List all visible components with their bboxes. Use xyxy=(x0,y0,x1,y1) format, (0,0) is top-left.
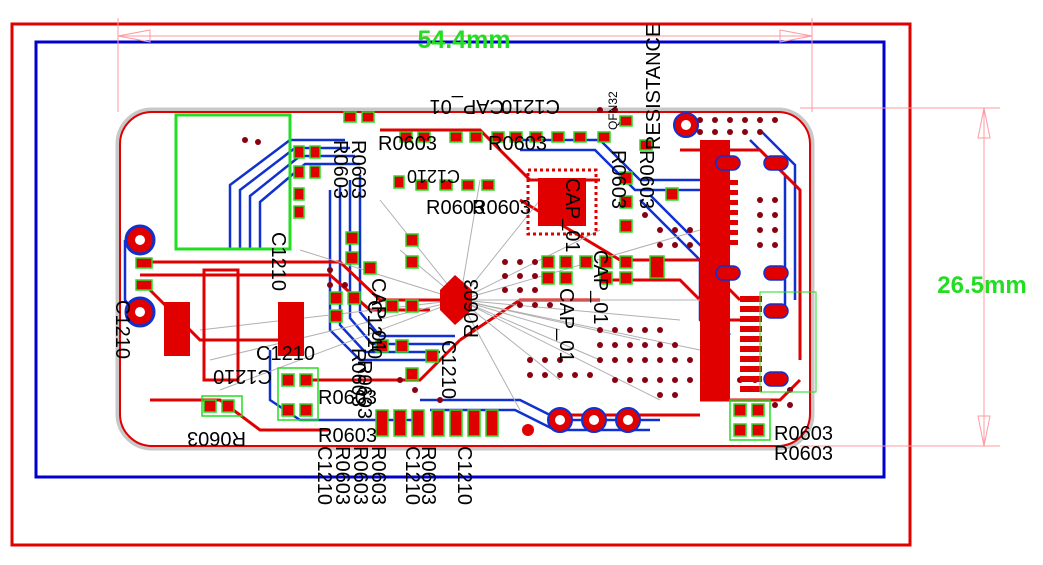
label-r0603-bottom-b: R0603 xyxy=(318,425,377,447)
label-r0603-center-b: R0603 xyxy=(347,348,369,407)
label-r0603-br-b: R0603 xyxy=(774,443,833,465)
connector-fingers xyxy=(708,180,762,392)
label-r0603-bottom-c: R0603 xyxy=(331,446,353,505)
power-pads xyxy=(164,268,304,382)
label-c1210-bottom-b: C1210 xyxy=(401,446,423,505)
connector-pads xyxy=(715,155,789,387)
height-dimension-label: 26.5mm xyxy=(937,272,1026,299)
label-c1210-mid: C1210 xyxy=(407,166,460,186)
label-c1210-center-b: C1210 xyxy=(363,300,385,359)
label-c1210-bottom-c: C1210 xyxy=(453,446,475,505)
mcu-footprint xyxy=(440,275,472,325)
smd-pads xyxy=(135,111,817,441)
inner-board-frame xyxy=(34,40,886,479)
label-cap01-c: CAP_01 xyxy=(555,288,577,363)
label-r0603-top-b: R0603 xyxy=(347,140,369,199)
label-cap01-a: CAP_01 xyxy=(561,178,583,253)
label-r0603-br-a: R0603 xyxy=(774,423,833,445)
label-cap01-b: CAP_01 xyxy=(589,250,611,325)
dimension-lines xyxy=(117,18,1000,447)
label-c1210-left-mid: C1210 xyxy=(267,232,289,291)
label-r0603-bottom-f: R0603 xyxy=(417,446,439,505)
label-cap01-top: CAP_01 xyxy=(430,95,505,117)
label-c1210-pad: C1210 xyxy=(256,343,315,365)
label-r0603-center-a: R0603 xyxy=(461,279,483,338)
label-r0603-bottom-a: R0603 xyxy=(318,387,377,409)
through-hole-pads xyxy=(124,112,699,436)
label-r0603-bottom-e: R0603 xyxy=(367,446,389,505)
label-r0603-mid-e: R0603 xyxy=(353,360,375,419)
label-c1210-top: C1210 xyxy=(501,95,560,117)
label-r0603-bl-a: R0603 xyxy=(187,427,246,449)
label-r0603-mid-a: R0603 xyxy=(378,133,437,155)
label-c1210-bottom-a: C1210 xyxy=(313,446,335,505)
label-r0603-right-a: R0603 xyxy=(607,150,629,209)
label-r0603-mid-d: R0603 xyxy=(472,197,531,219)
outer-board-frame xyxy=(10,22,912,547)
label-qfn32: QFN32 xyxy=(606,91,620,130)
label-r0603-top-a: R0603 xyxy=(329,140,351,199)
label-cap01-d: CAP_01 xyxy=(367,278,389,353)
label-r0603-mid-c: R0603 xyxy=(426,197,485,219)
label-r0603-right-b: R0603 xyxy=(635,150,657,209)
component-labels: R0603 R0603 C1210 CAP_01 QFN32 RESISTANC… xyxy=(111,24,833,505)
label-resistance: RESISTANCE xyxy=(643,24,665,150)
qfn-chip xyxy=(526,168,598,236)
width-dimension-label: 54.4mm xyxy=(417,26,510,54)
label-c1210-low: C1210 xyxy=(213,365,272,387)
label-c1210-left: C1210 xyxy=(111,300,133,359)
label-r0603-bottom-d: R0603 xyxy=(349,446,371,505)
label-c1210-center: C1210 xyxy=(437,340,459,399)
label-r0603-mid-b: R0603 xyxy=(488,133,547,155)
silkscreen-module-outline xyxy=(174,113,292,251)
